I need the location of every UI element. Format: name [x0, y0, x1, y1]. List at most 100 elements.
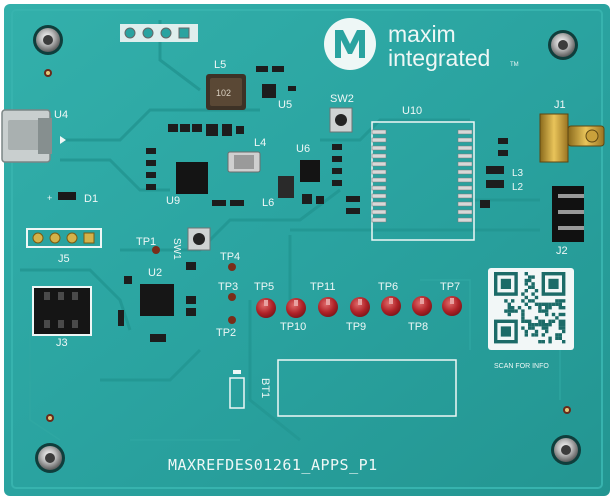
qr-module	[534, 333, 539, 337]
qr-module	[521, 312, 525, 317]
qr-module	[558, 333, 562, 337]
qr-module	[545, 302, 549, 306]
qr-module	[548, 323, 552, 327]
qr-module	[531, 299, 535, 303]
qr-module	[558, 306, 562, 310]
qr-module	[528, 299, 532, 303]
qr-module	[528, 319, 532, 323]
mounting-screw-top-right	[548, 30, 578, 60]
qr-module	[545, 312, 549, 317]
label-sw2: SW2	[330, 93, 354, 105]
testpoint-tp8: TP8	[408, 296, 432, 333]
qr-module	[528, 278, 532, 283]
logo-line2: integrated	[388, 45, 490, 71]
qr-module	[531, 326, 535, 330]
battery-bt1: BT1	[229, 370, 271, 409]
label-tp2: TP2	[216, 327, 236, 339]
label-j1: J1	[554, 99, 566, 111]
qr-module	[558, 326, 562, 330]
qr-module	[524, 302, 528, 306]
module-pad	[457, 193, 473, 199]
svg-text:+: +	[47, 193, 52, 203]
ic-u9: U9	[166, 162, 208, 207]
pcb-substrate	[4, 4, 610, 496]
testpoint-tp7: TP7	[440, 281, 462, 316]
qr-module	[534, 302, 539, 306]
qr-module	[541, 340, 545, 344]
module-pad	[371, 153, 387, 159]
qr-module	[551, 302, 556, 306]
qr-module	[555, 336, 559, 340]
qr-module	[558, 323, 562, 327]
qr-module	[534, 295, 539, 300]
qr-module	[521, 326, 525, 330]
inductor-marking: 102	[216, 88, 231, 98]
qr-module	[548, 340, 552, 344]
qr-module	[528, 323, 532, 327]
label-u10: U10	[402, 105, 422, 117]
module-pad	[371, 169, 387, 175]
module-pad	[457, 153, 473, 159]
label-tp10: TP10	[280, 321, 306, 333]
qr-module	[548, 336, 552, 340]
qr-module	[538, 309, 542, 313]
qr-module	[507, 309, 511, 313]
label-tp7: TP7	[440, 281, 460, 293]
logo-tm: TM	[510, 62, 519, 68]
qr-module	[541, 319, 545, 323]
qr-module	[538, 319, 542, 323]
module-pad	[457, 177, 473, 183]
qr-module	[528, 326, 532, 330]
qr-module	[562, 319, 566, 323]
label-tp5: TP5	[254, 281, 274, 293]
qr-module	[534, 323, 539, 327]
label-tp4: TP4	[220, 251, 240, 263]
qr-module	[541, 333, 545, 337]
module-pad	[457, 129, 473, 135]
qr-finder	[500, 326, 511, 337]
mounting-screw-bottom-left	[35, 443, 65, 473]
label-j2: J2	[556, 245, 568, 257]
testpoint-tp11: TP11	[310, 281, 338, 317]
qr-module	[517, 306, 522, 310]
qr-module	[511, 309, 515, 313]
testpoint-tp6: TP6	[378, 281, 401, 316]
header-pads-top	[120, 24, 198, 42]
ic-u6: U6	[296, 143, 320, 182]
qr-caption: SCAN FOR INFO	[494, 363, 549, 370]
testpoint-tp1: TP1	[136, 236, 160, 254]
qr-module	[534, 289, 539, 293]
label-tp3: TP3	[218, 281, 238, 293]
qr-module	[521, 319, 525, 323]
testpoint-tp4: TP4	[220, 251, 240, 271]
qr-finder	[548, 278, 559, 289]
label-j5: J5	[58, 253, 70, 265]
inductor-l6: L6	[262, 176, 294, 209]
qr-module	[504, 299, 508, 303]
qr-module	[551, 319, 556, 323]
qr-module	[555, 316, 559, 320]
qr-module	[562, 326, 566, 330]
qr-module	[538, 323, 542, 327]
qr-module	[524, 319, 528, 323]
qr-module	[504, 309, 508, 313]
qr-module	[562, 340, 566, 344]
module-pad	[371, 145, 387, 151]
label-l6: L6	[262, 197, 274, 209]
switch-sw1: SW1	[171, 227, 211, 260]
qr-module	[524, 333, 528, 337]
qr-module	[545, 309, 549, 313]
connector-j5: J5	[26, 228, 102, 265]
label-d1: D1	[84, 193, 98, 205]
qr-module	[541, 302, 545, 306]
inductors-l3-l2	[480, 138, 508, 208]
qr-module	[534, 316, 539, 320]
testpoint-tp5: TP5	[254, 281, 276, 318]
qr-module	[524, 278, 528, 283]
qr-module	[562, 306, 566, 310]
mounting-screw-bottom-right	[551, 435, 581, 465]
copper-traces	[20, 20, 540, 442]
qr-module	[541, 326, 545, 330]
qr-module	[555, 333, 559, 337]
qr-module	[558, 312, 562, 317]
